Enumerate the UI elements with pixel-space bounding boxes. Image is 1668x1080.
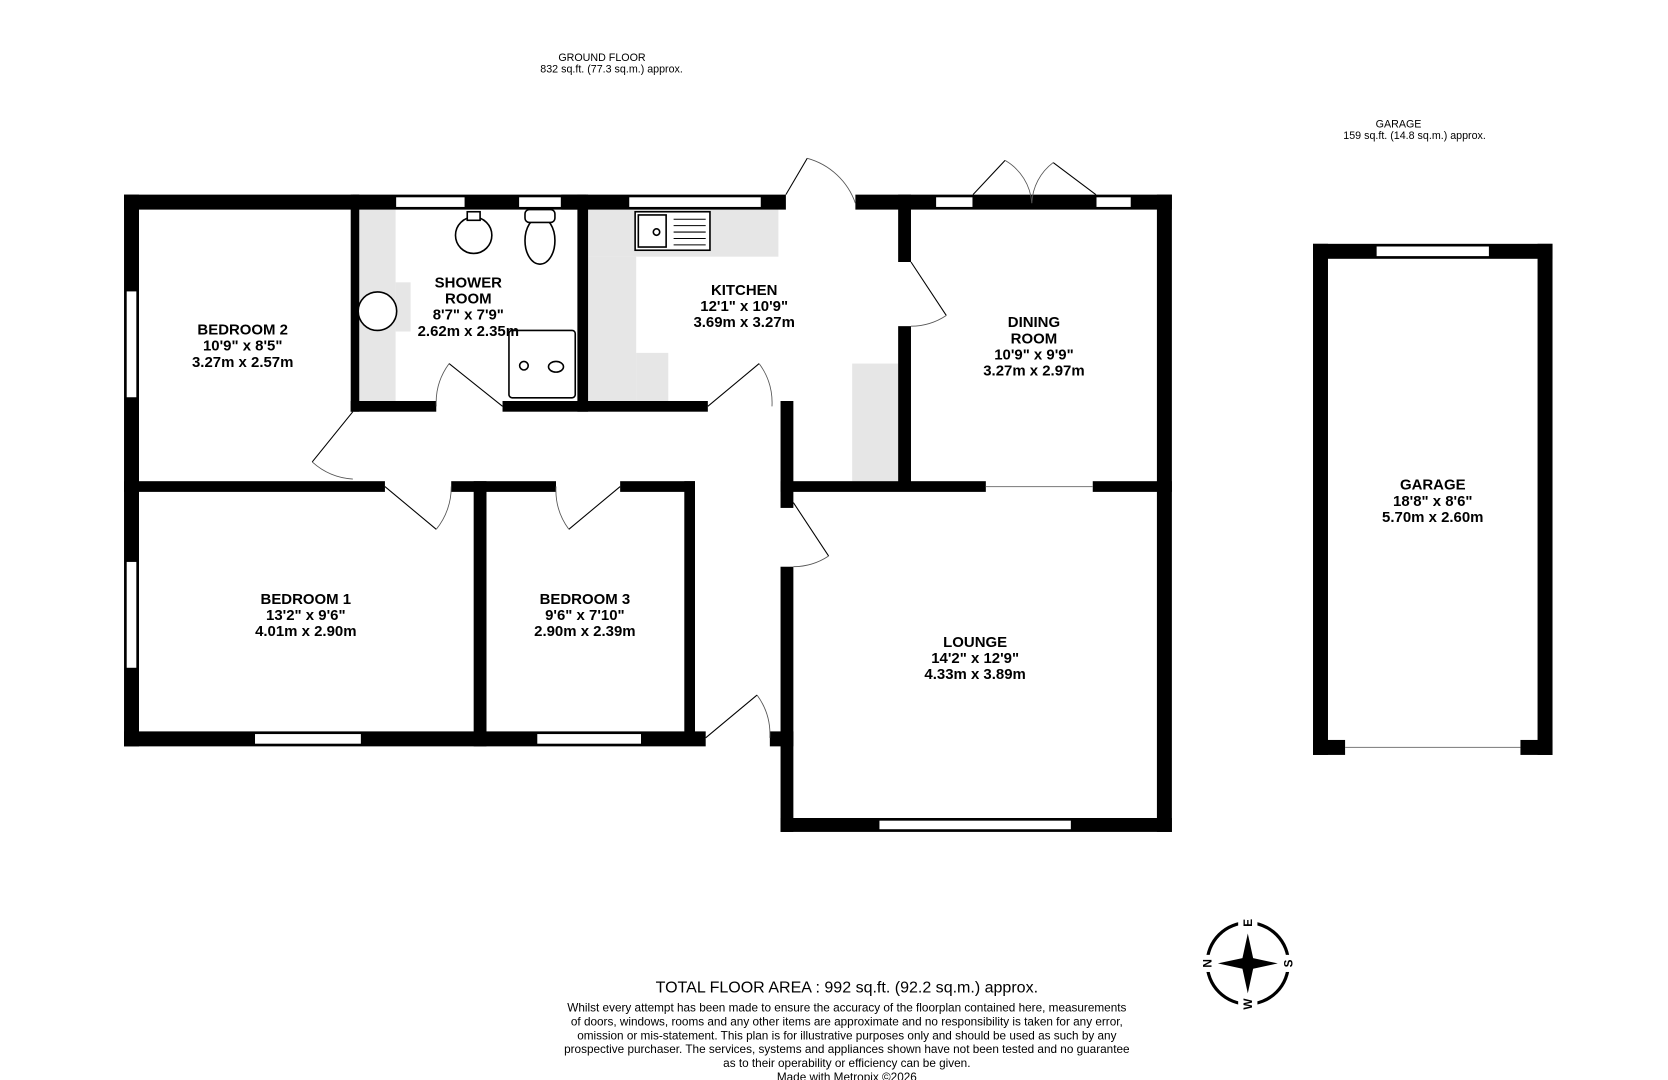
svg-text:4.33m x 3.89m: 4.33m x 3.89m — [924, 666, 1025, 683]
kitchen-sink — [634, 210, 711, 252]
svg-text:ROOM: ROOM — [445, 291, 492, 308]
svg-text:9'6" x 7'10": 9'6" x 7'10" — [545, 607, 625, 624]
total-floor-area: TOTAL FLOOR AREA : 992 sq.ft. (92.2 sq.m… — [656, 978, 1038, 996]
svg-text:2.62m x 2.35m: 2.62m x 2.35m — [418, 323, 519, 340]
ground-floor-area: 832 sq.ft. (77.3 sq.m.) approx. — [540, 64, 683, 76]
svg-text:KITCHEN: KITCHEN — [711, 282, 777, 299]
svg-text:prospective purchaser. The ser: prospective purchaser. The services, sys… — [564, 1043, 1130, 1056]
svg-text:N: N — [1201, 959, 1214, 967]
svg-text:as to their operability or eff: as to their operability or efficiency ca… — [723, 1057, 970, 1070]
ground-floor-title: GROUND FLOOR — [558, 52, 646, 64]
room-label-lounge: LOUNGE 14'2" x 12'9" 4.33m x 3.89m — [924, 634, 1025, 683]
svg-text:BEDROOM 2: BEDROOM 2 — [197, 322, 288, 339]
svg-text:18'8" x 8'6": 18'8" x 8'6" — [1393, 493, 1473, 510]
svg-text:BEDROOM 3: BEDROOM 3 — [540, 591, 631, 608]
svg-text:2.90m x 2.39m: 2.90m x 2.39m — [534, 623, 635, 640]
svg-text:omission or mis-statement. Thi: omission or mis-statement. This plan is … — [577, 1029, 1116, 1042]
svg-text:12'1" x 10'9": 12'1" x 10'9" — [700, 298, 788, 315]
svg-text:10'9" x 8'5": 10'9" x 8'5" — [203, 338, 283, 355]
svg-text:5.70m x 2.60m: 5.70m x 2.60m — [1382, 509, 1483, 526]
svg-text:DINING: DINING — [1008, 314, 1060, 331]
svg-text:8'7" x 7'9": 8'7" x 7'9" — [433, 307, 504, 324]
svg-text:Whilst every attempt has been: Whilst every attempt has been made to en… — [567, 1002, 1126, 1015]
svg-text:13'2" x 9'6": 13'2" x 9'6" — [266, 607, 346, 624]
disclaimer: Whilst every attempt has been made to en… — [564, 1002, 1130, 1071]
svg-text:10'9" x 9'9": 10'9" x 9'9" — [994, 346, 1074, 363]
svg-text:ROOM: ROOM — [1011, 330, 1058, 347]
windows — [125, 196, 1521, 831]
room-label-garage: GARAGE 18'8" x 8'6" 5.70m x 2.60m — [1382, 477, 1483, 526]
svg-text:S: S — [1283, 959, 1296, 967]
credit: Made with Metropix ©2026 — [777, 1071, 917, 1080]
room-label-bedroom-3: BEDROOM 3 9'6" x 7'10" 2.90m x 2.39m — [534, 591, 635, 640]
room-label-kitchen: KITCHEN 12'1" x 10'9" 3.69m x 3.27m — [693, 282, 794, 331]
kitchen-worktops — [359, 209, 899, 482]
door-swings — [311, 157, 1097, 739]
svg-text:3.27m x 2.57m: 3.27m x 2.57m — [192, 354, 293, 371]
room-label-bedroom-1: BEDROOM 1 13'2" x 9'6" 4.01m x 2.90m — [255, 591, 356, 640]
svg-text:W: W — [1242, 998, 1255, 1010]
svg-text:GARAGE: GARAGE — [1400, 477, 1466, 494]
sanitaryware — [357, 208, 577, 399]
svg-text:SHOWER: SHOWER — [435, 275, 502, 292]
garage-header-area: 159 sq.ft. (14.8 sq.m.) approx. — [1343, 130, 1486, 142]
room-label-bedroom-2: BEDROOM 2 10'9" x 8'5" 3.27m x 2.57m — [192, 322, 293, 371]
svg-text:E: E — [1242, 919, 1255, 927]
room-label-shower-room: SHOWER ROOM 8'7" x 7'9" 2.62m x 2.35m — [418, 275, 519, 340]
svg-text:3.69m x 3.27m: 3.69m x 3.27m — [693, 314, 794, 331]
svg-text:3.27m x 2.97m: 3.27m x 2.97m — [983, 362, 1084, 379]
garage-header-title: GARAGE — [1376, 118, 1422, 130]
svg-text:LOUNGE: LOUNGE — [943, 634, 1007, 651]
svg-text:14'2" x 12'9": 14'2" x 12'9" — [931, 650, 1019, 667]
svg-text:4.01m x 2.90m: 4.01m x 2.90m — [255, 623, 356, 640]
svg-text:BEDROOM 1: BEDROOM 1 — [261, 591, 352, 608]
room-label-dining-room: DINING ROOM 10'9" x 9'9" 3.27m x 2.97m — [983, 314, 1084, 379]
compass-icon: E W N S — [1198, 914, 1297, 1013]
svg-text:of doors, windows, rooms and a: of doors, windows, rooms and any other i… — [571, 1015, 1123, 1028]
